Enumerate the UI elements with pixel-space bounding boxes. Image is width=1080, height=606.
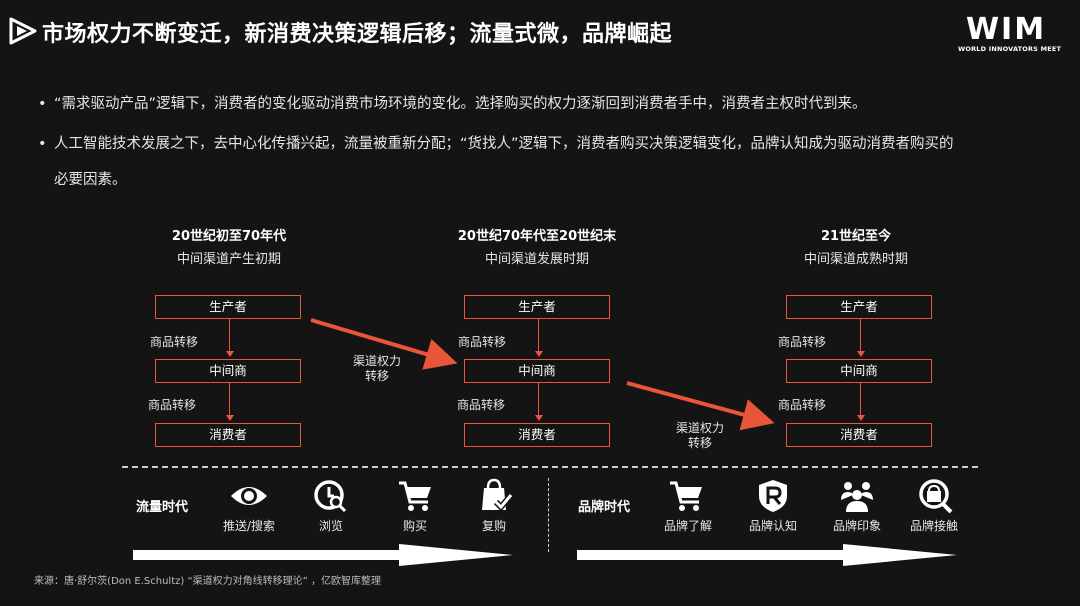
play-logo-icon	[9, 17, 37, 45]
traffic-step-4-label: 复购	[481, 519, 506, 533]
era-1-connector-2	[229, 383, 230, 415]
brand-step-2-label: 品牌认知	[748, 519, 797, 533]
era-2-transfer-2: 商品转移	[457, 398, 506, 412]
era-3-connector-1	[860, 319, 861, 351]
era-1-transfer-1: 商品转移	[150, 335, 199, 349]
era-2-transfer-1: 商品转移	[458, 335, 507, 349]
people-icon	[841, 482, 873, 512]
bullet-2-text-line2: 必要因素。	[54, 172, 127, 188]
era-2-middleman-box: 中间商	[464, 359, 610, 383]
era-2-producer-box: 生产者	[464, 295, 610, 319]
era-3-middleman-box: 中间商	[786, 359, 932, 383]
era-2-consumer-box: 消费者	[464, 423, 610, 447]
era-3-connector-2	[860, 383, 861, 415]
cart-icon	[399, 481, 431, 511]
traffic-era-label: 流量时代	[136, 500, 189, 515]
traffic-era-progress-arrow	[133, 544, 513, 566]
brand-era-progress-arrow	[577, 544, 957, 566]
era-3-producer-box: 生产者	[786, 295, 932, 319]
era-1-arrow-1	[226, 351, 234, 357]
era-1-middleman-box: 中间商	[155, 359, 301, 383]
era-3-transfer-1: 商品转移	[778, 335, 827, 349]
era-1-consumer-box: 消费者	[155, 423, 301, 447]
traffic-step-2-label: 浏览	[318, 519, 343, 533]
bag-search-icon	[919, 479, 953, 514]
power-shift-arrow-2	[626, 381, 775, 431]
power-shift-arrow-1	[310, 318, 458, 370]
source-note: 来源：唐·舒尔茨(Don E.Schultz) “渠道权力对角线转移理论” ，亿…	[34, 576, 382, 587]
clock-search-icon	[314, 480, 347, 513]
era-1-connector-1	[229, 319, 230, 351]
registered-shield-icon	[759, 480, 787, 512]
bag-check-icon	[482, 478, 514, 512]
power-shift-label-1: 渠道权力 转移	[342, 354, 412, 384]
brand-logo-text: WIM	[965, 12, 1047, 47]
bullet-2: • 人工智能技术发展之下，去中心化传播兴起，流量被重新分配；“货找人”逻辑下，消…	[38, 126, 1058, 198]
era-3-transfer-2: 商品转移	[778, 398, 827, 412]
brand-step-4-label: 品牌接触	[909, 519, 958, 533]
brand-logo-subtext: WORLD INNOVATORS MEET	[958, 45, 1062, 53]
era-1-title: 20世纪初至70年代	[171, 229, 287, 244]
power-shift-arrows	[310, 318, 775, 431]
eye-icon	[231, 487, 267, 505]
era-divider	[548, 478, 549, 552]
brand-era-label: 品牌时代	[578, 500, 631, 515]
power-shift-label-2-line1: 渠道权力	[675, 421, 724, 435]
era-2-subtitle: 中间渠道发展时期	[484, 252, 589, 267]
era-1-arrow-2	[226, 415, 234, 421]
era-2-arrow-2	[535, 415, 543, 421]
era-3-title: 21世纪至今	[820, 229, 892, 244]
era-2-arrow-1	[535, 351, 543, 357]
traffic-step-1-label: 推送/搜索	[222, 519, 276, 533]
power-shift-label-2-line2: 转移	[687, 436, 712, 450]
bullet-marker: •	[38, 136, 47, 152]
brand-step-1-label: 品牌了解	[663, 519, 712, 533]
bullet-1: • “需求驱动产品”逻辑下，消费者的变化驱动消费市场环境的变化。选择购买的权力逐…	[38, 86, 1058, 122]
brand-logo: WIM WORLD INNOVATORS MEET	[958, 12, 1062, 54]
section-divider	[122, 466, 978, 468]
power-shift-label-1-line1: 渠道权力	[352, 354, 401, 368]
era-3-subtitle: 中间渠道成熟时期	[803, 252, 908, 267]
era-3-consumer-box: 消费者	[786, 423, 932, 447]
era-2-title: 20世纪70年代至20世纪末	[457, 229, 617, 244]
bullet-1-text: “需求驱动产品”逻辑下，消费者的变化驱动消费市场环境的变化。选择购买的权力逐渐回…	[54, 96, 867, 112]
traffic-step-3-label: 购买	[402, 519, 427, 533]
cart-icon	[670, 481, 702, 511]
power-shift-label-1-line2: 转移	[364, 369, 389, 383]
era-1-producer-box: 生产者	[155, 295, 301, 319]
power-shift-label-2: 渠道权力 转移	[665, 421, 735, 451]
era-1-transfer-2: 商品转移	[148, 398, 197, 412]
page-title: 市场权力不断变迁，新消费决策逻辑后移；流量式微，品牌崛起	[42, 22, 673, 47]
era-3-arrow-2	[857, 415, 865, 421]
bullet-marker: •	[38, 96, 47, 112]
era-1-subtitle: 中间渠道产生初期	[176, 252, 281, 267]
bullet-2-text-line1: 人工智能技术发展之下，去中心化传播兴起，流量被重新分配；“货找人”逻辑下，消费者…	[54, 136, 954, 152]
era-2-connector-1	[538, 319, 539, 351]
brand-step-3-label: 品牌印象	[832, 519, 881, 533]
era-2-connector-2	[538, 383, 539, 415]
era-3-arrow-1	[857, 351, 865, 357]
